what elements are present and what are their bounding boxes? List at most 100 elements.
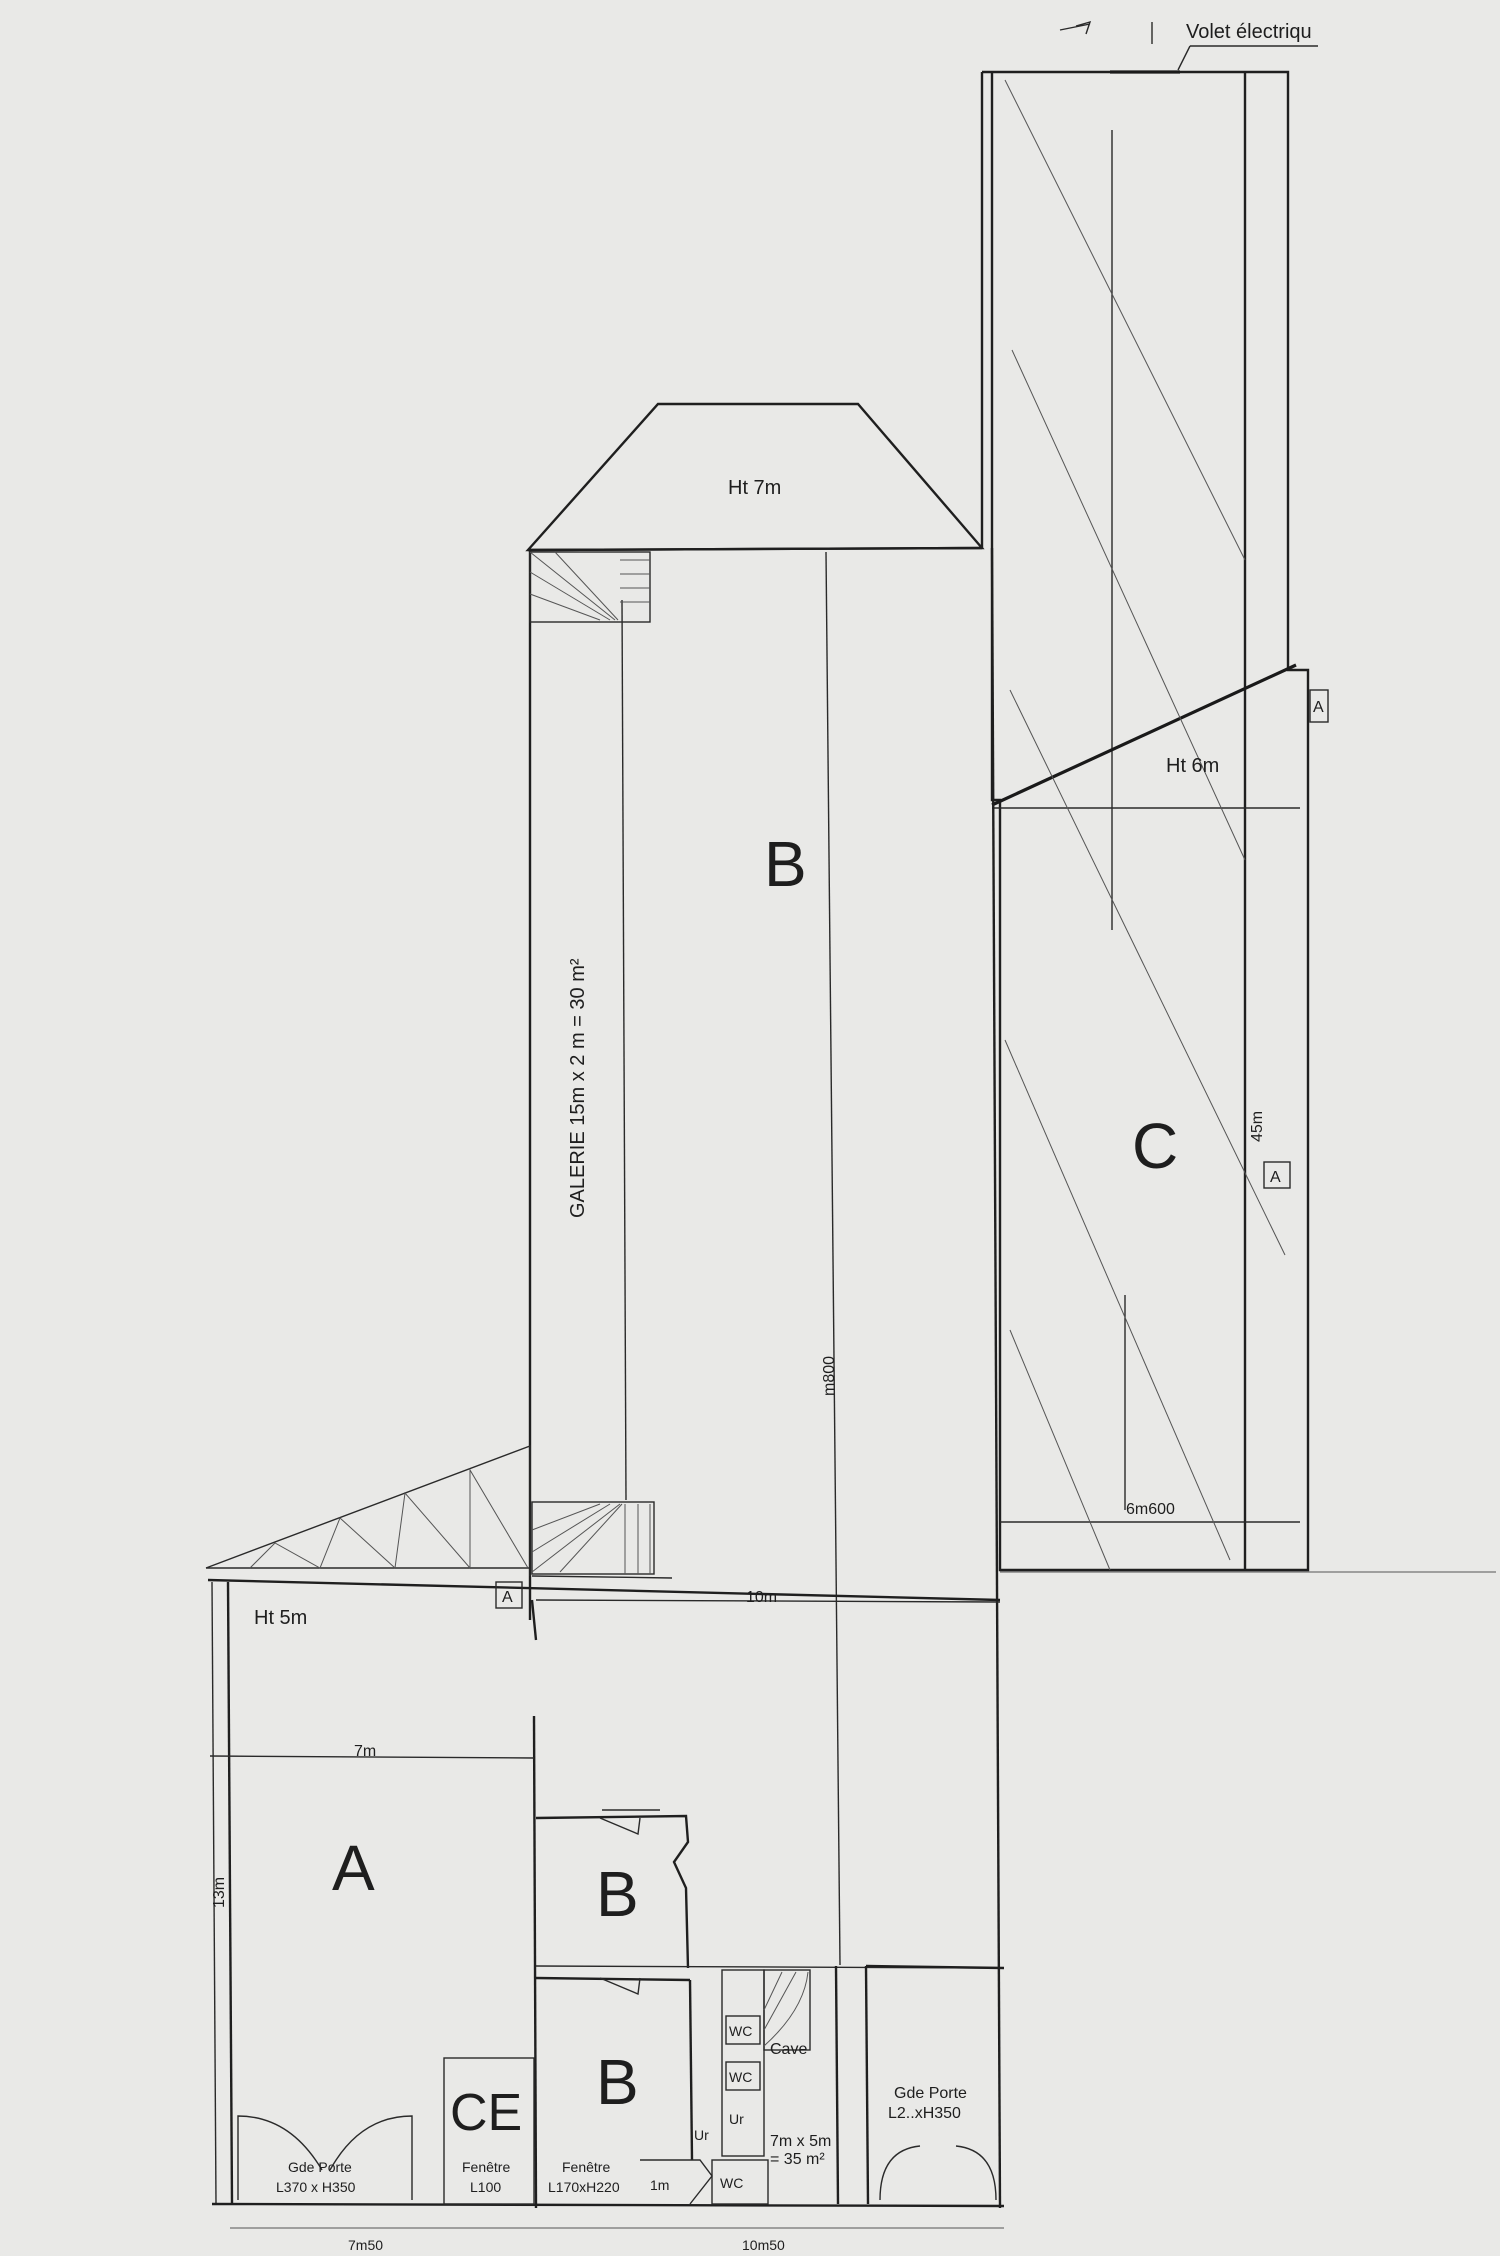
wc-label-1: WC xyxy=(729,2023,752,2039)
roof-truss-web xyxy=(249,1468,529,1570)
hatch-line xyxy=(1009,689,1286,1256)
stair-line xyxy=(559,1503,623,1573)
height-label-b: Ht 7m xyxy=(728,477,781,499)
right-door-label-1: Gde Porte xyxy=(894,2085,967,2102)
stair-line xyxy=(531,1503,611,1553)
hatch-line xyxy=(1004,1039,1231,1561)
room-b-lower-right-wall xyxy=(688,1979,694,2161)
zone-label-b-main: B xyxy=(764,828,807,900)
zone-label-a: A xyxy=(332,1832,375,1904)
small-rooms: B B CE xyxy=(443,1809,1005,2205)
zone-c-outline xyxy=(982,70,1310,1572)
dim-a-width: 7m xyxy=(354,1743,376,1760)
zone-a-left-wall xyxy=(226,1581,234,2205)
wc-column xyxy=(721,1969,765,2157)
window-2-label-2: L170xH220 xyxy=(548,2179,620,2195)
height-label-a: Ht 5m xyxy=(254,1607,307,1629)
cave-label: Cave xyxy=(770,2041,807,2058)
zone-a-right-wall xyxy=(532,1715,538,2209)
zone-a-wall-stub xyxy=(530,1599,538,1641)
stair-landing-line xyxy=(531,1575,673,1579)
marker-box-c xyxy=(1263,1161,1291,1189)
zone-b-top-wall xyxy=(527,546,983,552)
window-1-label-2: L100 xyxy=(470,2179,501,2195)
right-double-door-swing xyxy=(879,2145,997,2201)
electric-shutter-leader xyxy=(1177,45,1191,71)
marker-a-c: A xyxy=(1270,1169,1281,1186)
zone-label-b-lower: B xyxy=(596,2046,639,2118)
marker-a-a: A xyxy=(502,1589,513,1606)
stair-line xyxy=(529,551,616,621)
zone-b-block: Ht 7m B GALERIE 15m x 2 m = 30 m² m800 xyxy=(525,72,1002,2209)
right-door-area: Gde Porte L2..xH350 xyxy=(865,1964,1005,2201)
electric-shutter-label: Volet électriqu xyxy=(1186,21,1312,43)
zone-c-mezzanine-edge xyxy=(991,663,1297,807)
zone-label-b-upper: B xyxy=(596,1858,639,1930)
hatch-line xyxy=(1011,349,1246,861)
zone-label-ce: CE xyxy=(450,2084,522,2142)
stair-line xyxy=(529,571,611,621)
dim-c-width: 6m600 xyxy=(1126,1501,1175,1518)
stair-line xyxy=(531,1503,621,1573)
hatch-line xyxy=(1004,79,1246,561)
room-b-upper-outline xyxy=(535,1814,690,1969)
dim-line-a-width xyxy=(209,1755,535,1759)
sanitary-block: WC WC Ur Ur Cave 7m x 5m = 35 m² WC 1m xyxy=(640,1965,870,2205)
roof-truss-outline xyxy=(205,1444,531,1576)
door-swing xyxy=(599,1817,641,1836)
zone-a-block: Ht 5m 7m 13m A 10m A xyxy=(205,1444,1005,2209)
right-door-room-top xyxy=(865,1964,1005,1970)
dim-b-width: 10m xyxy=(746,1589,777,1606)
height-label-c: Ht 6m xyxy=(1166,755,1219,777)
marker-a-edge: A xyxy=(1313,699,1324,716)
bottom-openings: Gde Porte L370 x H350 Fenêtre L100 Fenêt… xyxy=(230,2115,1004,2253)
dim-bottom-left: 7m50 xyxy=(348,2237,383,2253)
zone-a-top-wall xyxy=(207,1578,1001,1602)
left-door-label-1: Gde Porte xyxy=(288,2159,352,2175)
marker-box-edge xyxy=(1309,689,1329,723)
ce-cabinet xyxy=(443,2057,535,2205)
wc-label-3: WC xyxy=(720,2175,743,2191)
ground-line xyxy=(211,2202,1005,2208)
left-double-door-swing xyxy=(237,2115,413,2200)
left-door-label-2: L370 x H350 xyxy=(276,2179,356,2195)
stair-line xyxy=(529,593,601,621)
door-swing xyxy=(599,1977,641,1996)
wc-box-3 xyxy=(711,2159,769,2205)
urinal-label-2: Ur xyxy=(694,2127,709,2143)
room-b-lower-top-wall xyxy=(535,1976,691,1982)
galerie-edge xyxy=(621,599,627,1501)
dim-line-b-width xyxy=(535,1599,1001,1603)
zone-label-c: C xyxy=(1132,1110,1178,1182)
stair-line xyxy=(554,551,619,621)
stair-line xyxy=(763,1971,809,2047)
zone-b-long-line xyxy=(825,551,841,1966)
window-2-label-1: Fenêtre xyxy=(562,2159,610,2175)
wc-box-2 xyxy=(725,2061,761,2091)
zone-a-outer-line xyxy=(211,1581,217,2205)
lower-staircase xyxy=(531,1501,655,1575)
dim-one-m: 1m xyxy=(650,2177,669,2193)
zone-c-block: Volet électriqu Ht 6m C 45m 6m600 A A xyxy=(982,20,1329,1572)
north-arrow-mark xyxy=(1059,20,1092,35)
dim-c-length: 45m xyxy=(1249,1111,1266,1142)
upper-staircase xyxy=(529,551,651,623)
zone-b-right-wall xyxy=(990,547,1002,2209)
galerie-label: GALERIE 15m x 2 m = 30 m² xyxy=(567,958,589,1218)
cave-area-line-1: 7m x 5m xyxy=(770,2133,831,2150)
dim-a-depth: 13m xyxy=(211,1877,228,1908)
wc-door-swing xyxy=(640,2159,713,2205)
cave-area-line-2: = 35 m² xyxy=(770,2151,825,2168)
marker-box-a xyxy=(495,1581,523,1609)
wc-box-1 xyxy=(725,2015,761,2045)
cave-wall xyxy=(834,1965,840,2205)
right-door-label-2: L2..xH350 xyxy=(888,2105,961,2122)
wc-label-2: WC xyxy=(729,2069,752,2085)
dim-bottom-right: 10m50 xyxy=(742,2237,785,2253)
urinal-label-1: Ur xyxy=(729,2111,744,2127)
hatch-line xyxy=(1009,1329,1111,1571)
window-1-label-1: Fenêtre xyxy=(462,2159,510,2175)
stair-line xyxy=(531,1503,601,1531)
